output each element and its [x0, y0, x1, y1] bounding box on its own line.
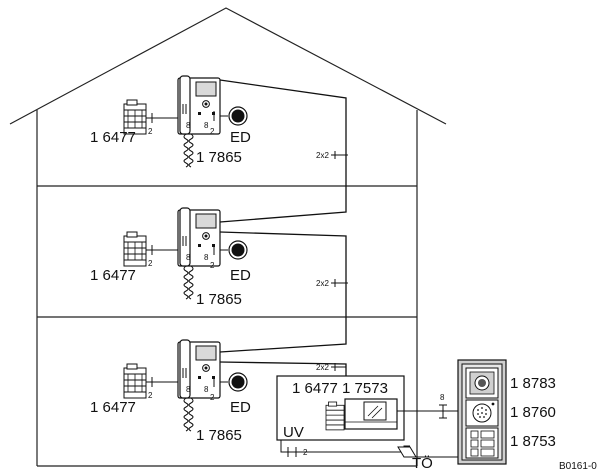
- bell-label: ED: [230, 399, 251, 416]
- wire-count-label: 2: [148, 259, 153, 268]
- call-button-1: [470, 430, 479, 439]
- wire-count-label: 2: [148, 127, 153, 136]
- door-bell-icon: [228, 372, 248, 392]
- uv-wire-count-label: 2: [303, 448, 308, 457]
- distribution-module-icon: [123, 231, 147, 267]
- wire-count-label: 2: [210, 127, 215, 136]
- bus-wire-bottom-to-uv: [219, 361, 347, 376]
- bus-wire-middle-to-bottom: [219, 231, 347, 353]
- drawing-code: B0161-0: [559, 461, 597, 472]
- uv-distribution-icon: [325, 401, 345, 431]
- riser-label: 2x2: [316, 363, 329, 372]
- riser-wire-count-label: 8: [204, 253, 209, 262]
- camera-module-label: 1 8783: [510, 375, 556, 392]
- uv-label: UV: [283, 424, 304, 441]
- name-plate-1: [480, 430, 495, 439]
- door-bell-icon: [228, 106, 248, 126]
- riser-wire-count-label: 8: [186, 253, 191, 262]
- power-supply-icon: [344, 398, 398, 430]
- uv-parts-label: 1 6477 1 7573: [292, 380, 388, 397]
- speaker-module-label: 1 8760: [510, 404, 556, 421]
- riser-wire-count-label: 8: [204, 121, 209, 130]
- indoor-station-label: 1 7865: [196, 149, 242, 166]
- bell-label: ED: [230, 267, 251, 284]
- uv-wire-to-door-opener: [280, 440, 396, 453]
- wire-count-label: 2: [210, 393, 215, 402]
- riser-label: 2x2: [316, 151, 329, 160]
- indoor-station-label: 1 7865: [196, 291, 242, 308]
- door-bell-icon: [228, 240, 248, 260]
- floor-bottom: 2 8 8 2 1 6477 ED 1 7865 2x2: [90, 339, 346, 444]
- roof-line: [9, 7, 447, 125]
- door-station: 1 8783 1 8760 1 8753: [457, 359, 556, 465]
- call-button-2: [470, 439, 479, 448]
- riser-wire-count-label: 8: [204, 385, 209, 394]
- call-button-3: [470, 448, 479, 457]
- riser-wire-count-label: 8: [186, 121, 191, 130]
- distribution-module-icon: [123, 363, 147, 399]
- name-plate-2: [480, 439, 495, 448]
- riser-label: 2x2: [316, 279, 329, 288]
- distribution-module-label: 1 6477: [90, 399, 136, 416]
- distribution-module-label: 1 6477: [90, 129, 136, 146]
- bell-label: ED: [230, 129, 251, 146]
- speaker-module: [465, 399, 499, 427]
- button-module-label: 1 8753: [510, 433, 556, 450]
- bus-wiring: [219, 79, 347, 376]
- riser-wire-count-label: 8: [186, 385, 191, 394]
- name-plate-3: [480, 448, 495, 457]
- wire-count-label: 2: [148, 391, 153, 400]
- button-module: [465, 427, 499, 459]
- house-outline: [9, 7, 447, 467]
- door-opener-label: TÖ: [412, 454, 433, 472]
- bus-wire-top-to-middle: [219, 79, 347, 223]
- link-wire-count-label: 8: [440, 393, 445, 402]
- floor-middle: 2 8 8 2 1 6477 ED 1 7865 2x2: [90, 207, 348, 308]
- floor-top: 2 8 8 2 1 6477 ED 1 7865 2x2: [90, 75, 348, 168]
- distribution-module-label: 1 6477: [90, 267, 136, 284]
- camera-module: [465, 367, 499, 399]
- indoor-station-label: 1 7865: [196, 427, 242, 444]
- wire-count-label: 2: [210, 261, 215, 270]
- uv-box: 1 6477 1 7573 UV 2: [276, 375, 410, 457]
